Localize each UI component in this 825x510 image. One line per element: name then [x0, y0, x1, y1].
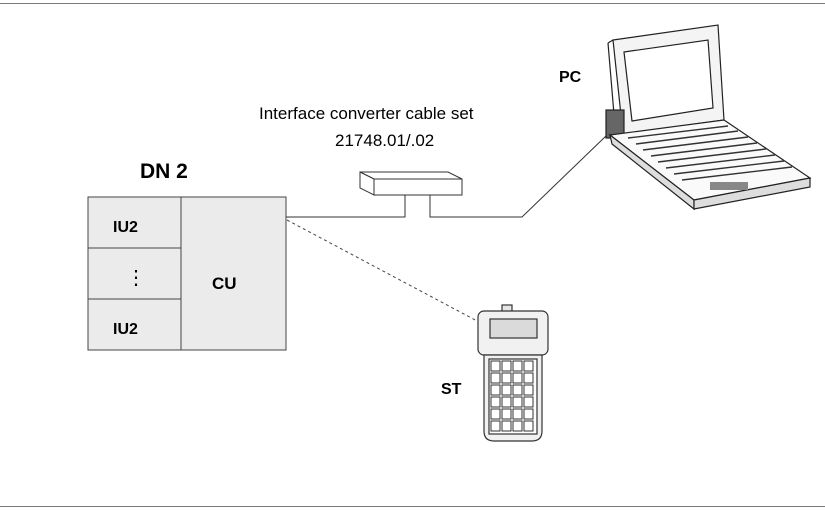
- converter-label-line1: Interface converter cable set: [259, 104, 474, 123]
- keypad-key: [512, 372, 523, 384]
- keypad-key: [501, 420, 512, 432]
- keypad-key: [512, 420, 523, 432]
- keypad-key: [501, 408, 512, 420]
- dn2-unit: IU2 ⋮ IU2 CU: [87, 196, 287, 351]
- keypad-key: [512, 384, 523, 396]
- dots-label: ⋮: [126, 267, 146, 289]
- laptop-icon: [605, 24, 812, 211]
- cable-dn2-to-converter: [286, 195, 406, 218]
- keypad-key: [501, 372, 512, 384]
- keypad-key: [523, 408, 534, 420]
- keypad-key: [490, 384, 501, 396]
- cu-label: CU: [212, 274, 237, 293]
- keypad: [490, 360, 534, 432]
- keypad-key: [512, 408, 523, 420]
- keypad-key: [490, 420, 501, 432]
- pc-label: PC: [559, 69, 582, 86]
- dn2-title: DN 2: [140, 160, 188, 183]
- keypad-key: [490, 360, 501, 372]
- keypad-key: [523, 396, 534, 408]
- converter-label-line2: 21748.01/.02: [335, 131, 434, 150]
- keypad-key: [490, 396, 501, 408]
- iu2-bottom-label: IU2: [113, 321, 138, 338]
- keypad-key: [501, 396, 512, 408]
- keypad-key: [523, 384, 534, 396]
- bottom-rule: [0, 506, 825, 507]
- top-rule: [0, 3, 825, 4]
- keypad-key: [512, 360, 523, 372]
- keypad-key: [512, 396, 523, 408]
- cable-converter-to-pc: [429, 134, 608, 218]
- cable-dn2-to-st: [286, 219, 480, 323]
- iu2-top-label: IU2: [113, 219, 138, 236]
- keypad-key: [490, 372, 501, 384]
- keypad-key: [523, 372, 534, 384]
- keypad-key: [501, 360, 512, 372]
- st-label: ST: [441, 381, 462, 398]
- keypad-key: [501, 384, 512, 396]
- keypad-key: [523, 360, 534, 372]
- keypad-key: [490, 408, 501, 420]
- keypad-key: [523, 420, 534, 432]
- interface-converter-box: [359, 171, 463, 196]
